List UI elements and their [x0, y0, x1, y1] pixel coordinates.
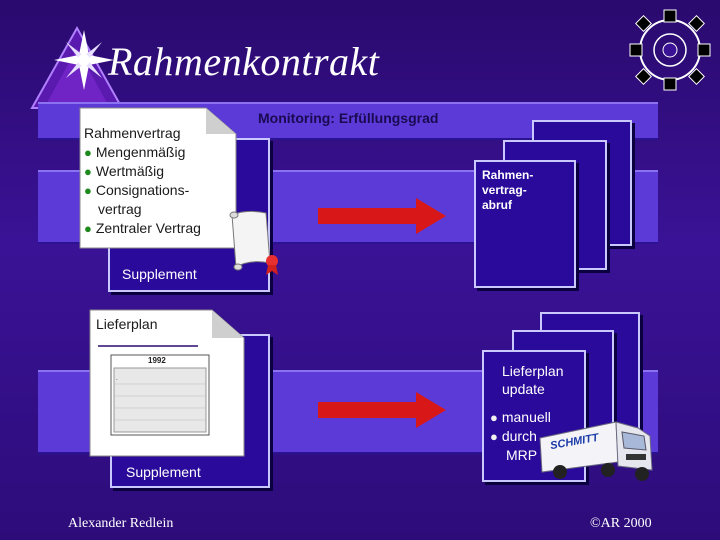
arrow-right-icon — [318, 390, 448, 430]
supplement-bottom-label: Supplement — [126, 464, 201, 480]
contract-item-cont: vertrag — [98, 201, 142, 217]
update-item: durch — [490, 427, 551, 446]
contract-item: Wertmäßig — [84, 162, 201, 181]
compass-emblem-icon — [628, 8, 712, 92]
page-title: Rahmenkontrakt — [108, 39, 380, 84]
svg-text:.: . — [116, 376, 118, 382]
update-item-cont: MRP — [506, 447, 538, 463]
call-off-line: Rahmen- — [482, 168, 534, 182]
contract-item: Mengenmäßig — [84, 143, 201, 162]
calendar-year: 1992 — [148, 356, 166, 365]
contract-item: Zentraler Vertrag — [84, 219, 201, 238]
scroll-seal-icon — [226, 205, 288, 277]
call-off-card-front: Rahmen- vertrag- abruf — [474, 160, 576, 288]
call-off-line: vertrag- — [482, 183, 527, 197]
delivery-plan-label: Lieferplan — [96, 316, 158, 332]
update-line: update — [502, 381, 545, 397]
arrow-right-icon — [318, 196, 448, 236]
sparkle-logo — [22, 18, 132, 118]
supplement-top-label: Supplement — [122, 266, 197, 282]
update-line: Lieferplan — [502, 363, 564, 379]
contract-heading: Rahmenvertrag — [84, 125, 181, 141]
update-item: manuell — [490, 408, 551, 427]
truck-icon: SCHMITT — [538, 418, 658, 482]
contract-item: Consignations- — [84, 181, 201, 200]
footer-copyright: ©AR 2000 — [590, 516, 652, 531]
calendar-icon: . 1992 — [110, 354, 210, 436]
call-off-line: abruf — [482, 198, 512, 212]
monitoring-label: Monitoring: Erfüllungsgrad — [258, 110, 439, 126]
contract-paper: Rahmenvertrag Mengenmäßig Wertmäßig Cons… — [78, 106, 240, 250]
footer-author: Alexander Redlein — [68, 516, 174, 531]
delivery-plan-paper: Lieferplan . 1992 — [88, 308, 248, 458]
